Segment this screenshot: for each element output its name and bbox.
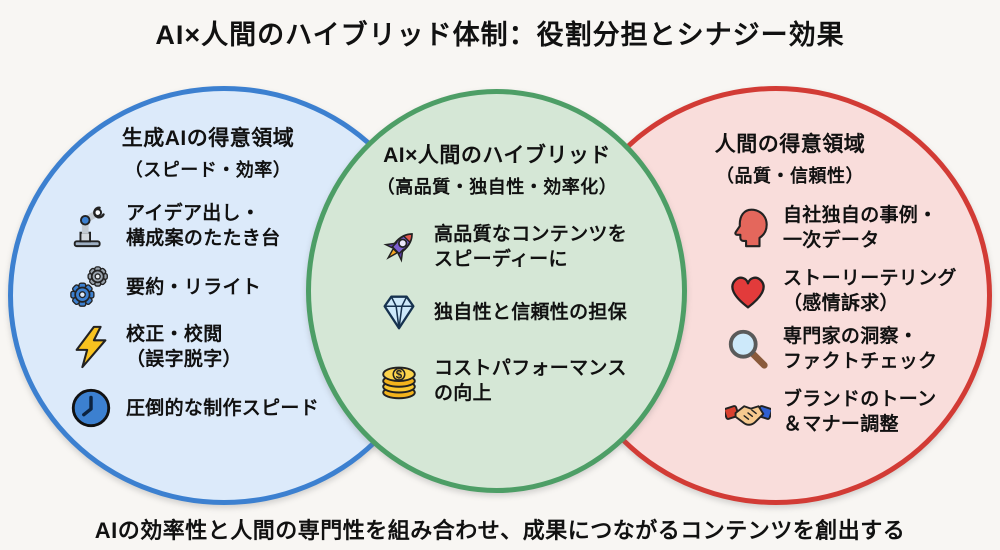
item-line: ブランドのトーン [783, 389, 937, 410]
list-item: アイデア出し・ 構成案のたたき台 [68, 201, 280, 251]
list-item: 独自性と信頼性の担保 [376, 289, 627, 335]
item-line: 圧倒的な制作スピード [126, 397, 320, 419]
item-text: ストーリーテリング （感情訴求） [783, 266, 957, 316]
item-text: コストパフォーマンス の向上 [434, 356, 627, 406]
list-item: 自社独自の事例・ 一次データ [725, 203, 937, 253]
ai-circle-title: 生成AIの得意領域 （スピード・効率） [58, 122, 358, 182]
item-line: 一次データ [783, 230, 880, 251]
svg-text:$: $ [396, 370, 403, 382]
item-text: 独自性と信頼性の担保 [434, 300, 627, 325]
item-line: アイデア出し・ [126, 203, 261, 224]
list-item: ストーリーテリング （感情訴求） [725, 266, 957, 316]
list-item: 要約・リライト [68, 264, 261, 310]
hybrid-circle-title: AI×人間のハイブリッド （高品質・独自性・効率化） [347, 139, 647, 199]
hybrid-circle [306, 89, 687, 493]
item-line: 自社独自の事例・ [783, 205, 938, 226]
item-text: アイデア出し・ 構成案のたたき台 [126, 201, 280, 251]
item-text: 自社独自の事例・ 一次データ [783, 203, 937, 253]
item-line: ストーリーテリング [783, 268, 957, 289]
hybrid-title: AI×人間のハイブリッド [383, 144, 611, 167]
coins-icon: $ [376, 358, 422, 404]
item-line: 校正・校閲 [126, 324, 223, 345]
head-profile-icon [725, 205, 771, 251]
list-item: 高品質なコンテンツを スピーディーに [376, 222, 627, 272]
item-text: 高品質なコンテンツを スピーディーに [434, 222, 627, 272]
magnifier-icon [725, 326, 771, 372]
item-line: ＆マナー調整 [783, 414, 899, 435]
list-item: ブランドのトーン ＆マナー調整 [725, 387, 936, 437]
item-line: 専門家の洞察・ [783, 326, 919, 347]
item-line: コストパフォーマンス [434, 358, 627, 379]
item-line: の向上 [434, 383, 492, 404]
item-line: ファクトチェック [783, 351, 938, 372]
page-title: AI×人間のハイブリッド体制：役割分担とシナジー効果 [155, 20, 845, 50]
item-line: 構成案のたたき台 [126, 228, 281, 249]
ai-subtitle: （スピード・効率） [124, 160, 292, 180]
human-title: 人間の得意領域 [714, 133, 866, 156]
list-item: 校正・校閲 （誤字脱字） [68, 322, 242, 372]
footer-summary: AIの効率性と人間の専門性を組み合わせ、成果につながるコンテンツを創出する [94, 518, 906, 543]
human-subtitle: （品質・信頼性） [716, 166, 864, 186]
item-line: （感情訴求） [783, 293, 899, 314]
handshake-icon [725, 389, 771, 435]
item-text: ブランドのトーン ＆マナー調整 [783, 387, 936, 437]
item-text: 圧倒的な制作スピード [126, 396, 319, 421]
clock-icon [68, 385, 114, 431]
list-item: 専門家の洞察・ ファクトチェック [725, 324, 937, 374]
item-line: （誤字脱字） [126, 349, 242, 370]
item-text: 専門家の洞察・ ファクトチェック [783, 324, 937, 374]
heart-icon [725, 268, 771, 314]
list-item: 圧倒的な制作スピード [68, 385, 319, 431]
list-item: $ コストパフォーマンス の向上 [376, 356, 627, 406]
lightning-icon [68, 324, 114, 370]
hybrid-subtitle: （高品質・独自性・効率化） [376, 177, 618, 197]
item-line: スピーディーに [434, 249, 568, 270]
item-line: 要約・リライト [126, 276, 262, 298]
item-line: 高品質なコンテンツを [434, 224, 628, 245]
ai-title: 生成AIの得意領域 [121, 127, 295, 150]
human-circle-title: 人間の得意領域 （品質・信頼性） [645, 128, 935, 188]
item-text: 校正・校閲 （誤字脱字） [126, 322, 242, 372]
gears-icon [68, 264, 114, 310]
item-text: 要約・リライト [126, 275, 261, 300]
item-line: 独自性と信頼性の担保 [434, 301, 628, 323]
robot-arm-icon [68, 203, 114, 249]
diamond-icon [376, 289, 422, 335]
rocket-icon [376, 224, 422, 270]
